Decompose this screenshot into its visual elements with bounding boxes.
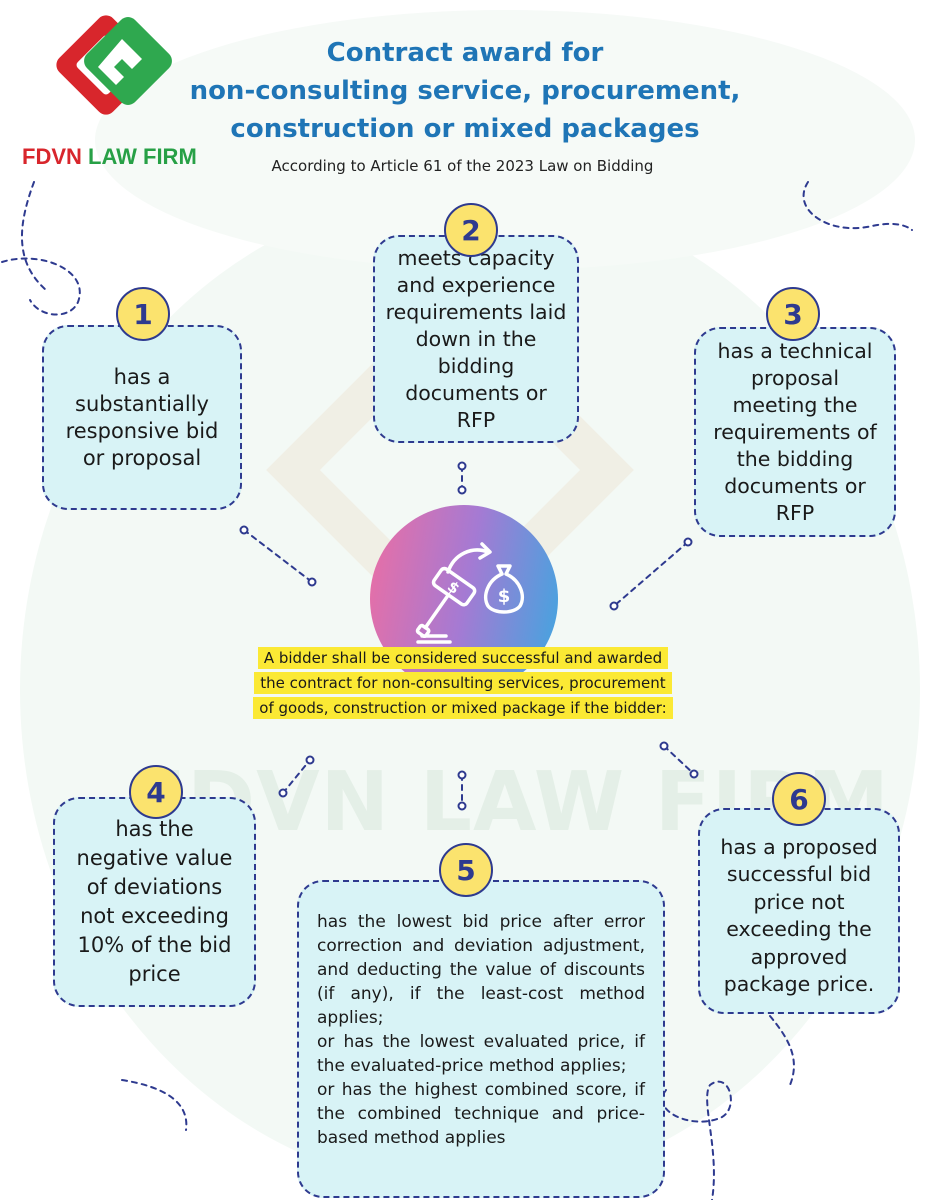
criterion-text-block: has the lowest bid price after error cor… [317,910,645,1150]
title-line: construction or mixed packages [230,114,700,144]
criterion-card-1: has a substantially responsive bid or pr… [42,325,242,510]
criterion-text: has a proposed successful bid price not … [720,834,878,997]
brand-name: FDVN LAW FIRM [22,144,197,170]
background-circle-top [95,10,915,270]
fdvn-logo-icon [56,15,172,115]
criterion-text-line: or has the highest combined score, if th… [317,1080,645,1148]
criterion-card-4: has the negative value of deviations not… [53,797,256,1007]
criterion-number-badge: 1 [116,287,170,341]
brand-name-part2: LAW FIRM [88,144,197,169]
page-title: Contract award for non-consulting servic… [160,34,770,148]
gavel-money-bag-icon: $ $ [415,542,525,644]
svg-text:$: $ [498,586,511,607]
page-subtitle: According to Article 61 of the 2023 Law … [271,157,654,175]
title-line: non-consulting service, procurement, [189,76,741,106]
title-line: Contract award for [326,38,604,68]
criterion-number-badge: 4 [129,765,183,819]
criterion-text-line: or has the lowest evaluated price, if th… [317,1032,645,1076]
criterion-number-badge: 5 [439,843,493,897]
criterion-number-badge: 2 [444,203,498,257]
criterion-text: has the negative value of deviations not… [76,817,233,986]
criterion-card-3: has a technical proposal meeting the req… [694,327,896,537]
center-statement-text: A bidder shall be considered successful … [253,647,673,719]
brand-name-part1: FDVN [22,144,82,169]
criterion-card-6: has a proposed successful bid price not … [698,808,900,1014]
criterion-text: has a technical proposal meeting the req… [713,338,877,525]
criterion-card-5: has the lowest bid price after error cor… [297,880,665,1198]
criterion-text-line: has the lowest bid price after error cor… [317,912,645,1028]
criterion-card-2: meets capacity and experience requiremen… [373,235,579,443]
criterion-number-badge: 3 [766,287,820,341]
criterion-number-badge: 6 [772,772,826,826]
center-statement: A bidder shall be considered successful … [248,646,678,721]
criterion-text: has a substantially responsive bid or pr… [65,364,219,470]
criterion-text: meets capacity and experience requiremen… [385,246,567,432]
